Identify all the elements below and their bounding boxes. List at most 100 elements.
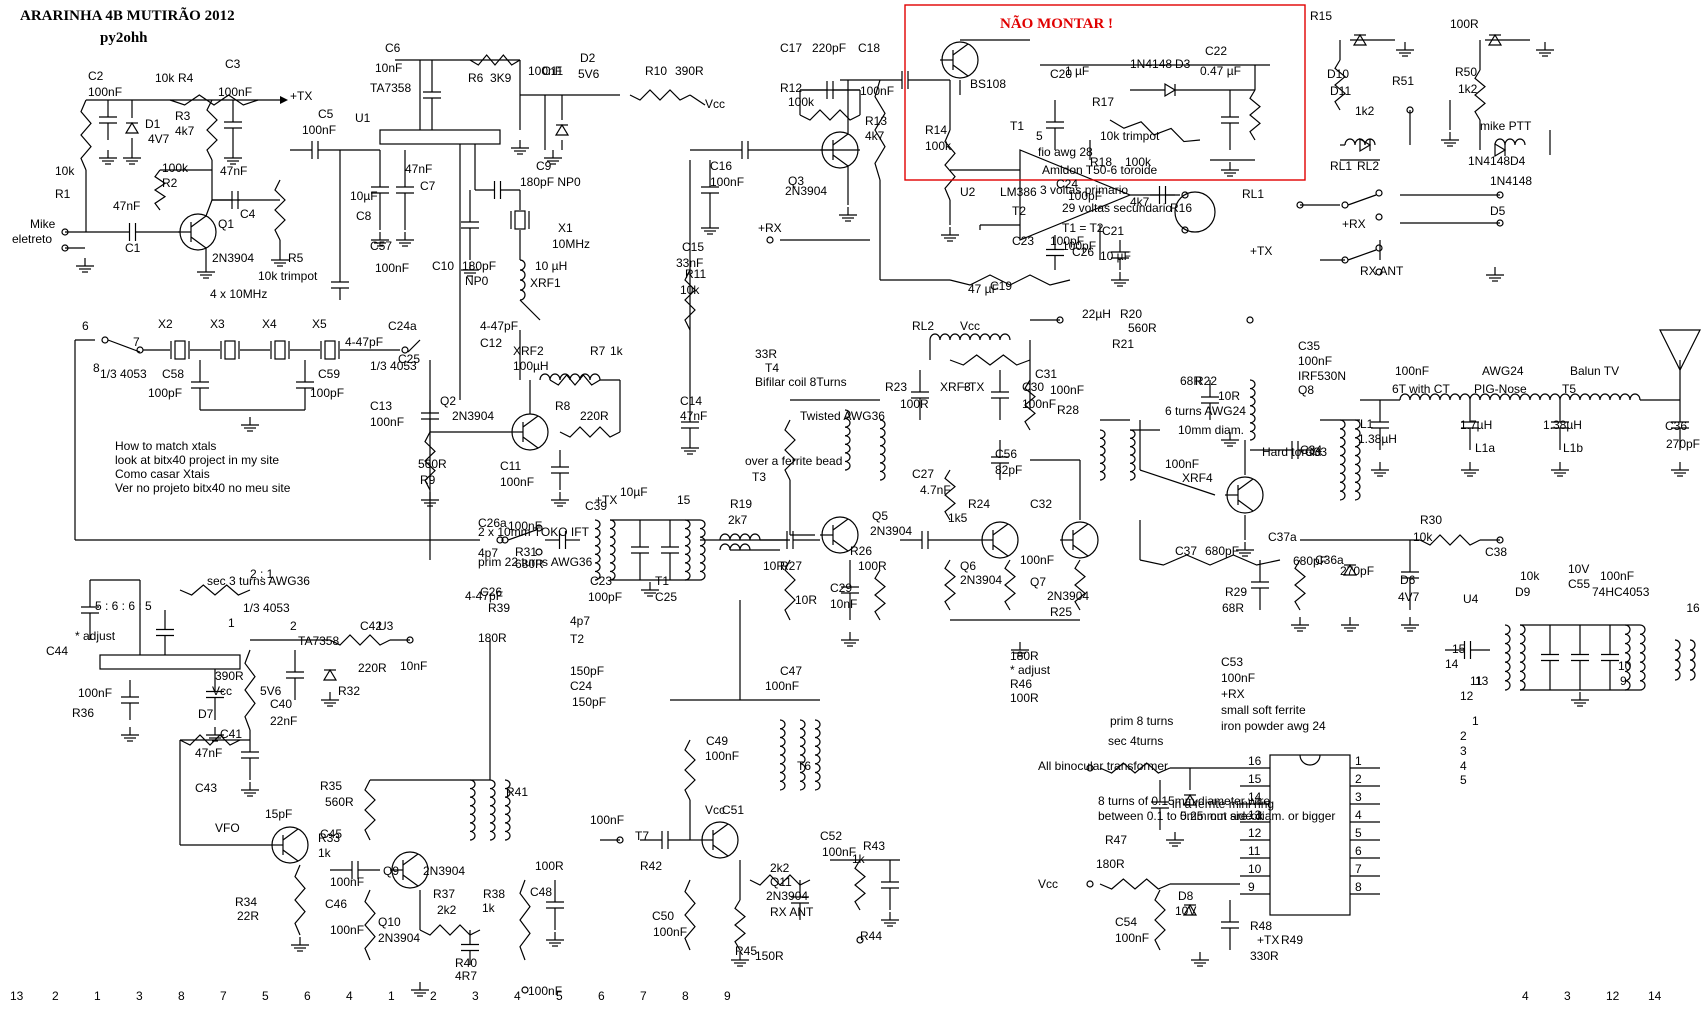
component-label: R19 [730,497,752,511]
component-label: Q8 [1298,383,1314,397]
component-label: C13 [370,399,392,413]
component-label: 180R [1010,649,1039,663]
component-label: 150R [755,949,784,963]
component-label: 100R [1010,691,1039,705]
component-label: 4 [346,989,353,1003]
component-label: 10k [1520,569,1540,583]
component-label: U1 [355,111,371,125]
component-label: 4-47pF [345,335,383,349]
svg-text:7: 7 [1355,862,1362,876]
component-label: C10 [432,259,454,273]
component-label: 1 [388,989,395,1003]
svg-text:py2ohh: py2ohh [100,30,148,46]
component-label: XRF3 [940,380,971,394]
component-label: 100nF [528,64,562,78]
component-label: Vcc [705,97,725,111]
component-label: T1 [1010,119,1024,133]
component-label: RX ANT [1360,264,1404,278]
component-label: C2 [88,69,104,83]
component-label: U2 [960,185,976,199]
component-label: C22 [1205,44,1227,58]
component-label: 1k [482,901,496,915]
component-label: R43 [863,839,885,853]
component-label: C36 [1665,419,1687,433]
component-label: 4k7 [865,129,885,143]
component-label: 100k [925,139,952,153]
component-label: R40 [455,956,477,970]
component-label: 100nF [375,261,409,275]
component-label: C58 [162,367,184,381]
component-label: over a ferrite bead [745,454,842,468]
component-label: C20 [1050,67,1072,81]
component-label: 4 [1522,989,1529,1003]
component-label: 22R [237,909,259,923]
component-label: R47 [1105,833,1127,847]
component-label: 9 [1620,674,1627,688]
svg-text:12: 12 [1248,826,1262,840]
component-label: C8 [356,209,372,223]
component-label: Vcc [960,319,980,333]
component-label: 180pF NP0 [520,175,581,189]
component-label: D8 [1178,889,1194,903]
component-label: 74HC4053 [1592,585,1650,599]
component-label: C29 [830,581,852,595]
component-label: Vcc [705,803,725,817]
component-label: 10V [1568,562,1589,576]
component-label: 6 [598,989,605,1003]
component-label: 390R [215,669,244,683]
component-label: 2N3904 [452,409,494,423]
component-label: C23 [590,574,612,588]
component-label: 10R [1218,389,1240,403]
component-label: C39 [585,499,607,513]
component-label: 15 [677,493,691,507]
component-label: 1 µF [1065,64,1089,78]
component-label: R23 [885,380,907,394]
svg-text:13: 13 [1248,808,1262,822]
component-label: Q2 [440,394,456,408]
svg-text:8: 8 [1355,880,1362,894]
component-label: 100nF [88,85,122,99]
component-label: R4 [178,71,194,85]
svg-text:3: 3 [1355,790,1362,804]
component-label: 100nF [705,749,739,763]
component-label: C25 [398,352,420,366]
component-label: Bifilar coil 8Turns [755,375,847,389]
component-label: R50 [1455,65,1477,79]
component-label: Q6 [960,559,976,573]
component-label: 15pF [265,807,292,821]
component-label: T2 [570,632,584,646]
component-label: C54 [1115,915,1137,929]
component-label: PIG-Nose [1474,382,1527,396]
component-label: 270pF [1666,437,1700,451]
component-label: 10nF [375,61,402,75]
svg-text:9: 9 [1248,880,1255,894]
component-label: sec 4turns [1108,734,1163,748]
component-label: R7 [590,344,606,358]
component-label: 220R [580,409,609,423]
component-label: 180R [1096,857,1125,871]
component-label: 68R [1180,374,1202,388]
component-label: 14 [1445,657,1459,671]
component-label: Vcc [212,684,232,698]
component-label: 33R [755,347,777,361]
component-label: R28 [1057,403,1079,417]
component-label: T1 [655,574,669,588]
component-label: between 0.1 to 0.25 mm are ok [1098,809,1264,823]
component-label: iron powder awg 24 [1221,719,1326,733]
component-label: * adjust [1010,663,1051,677]
component-label: C23 [1012,234,1034,248]
component-label: U3 [378,619,394,633]
component-label: 100nF [218,85,252,99]
component-label: C48 [530,885,552,899]
component-label: 13 [1475,674,1489,688]
component-label: R21 [1112,337,1134,351]
component-label: R17 [1092,95,1114,109]
component-label: 4R7 [455,969,477,983]
svg-text:5: 5 [1355,826,1362,840]
component-label: C4 [240,207,256,221]
component-label: 1k [852,852,866,866]
component-label: Q10 [378,915,401,929]
svg-text:4: 4 [1355,808,1362,822]
component-label: 3 [136,989,143,1003]
component-label: R20 [1120,307,1142,321]
